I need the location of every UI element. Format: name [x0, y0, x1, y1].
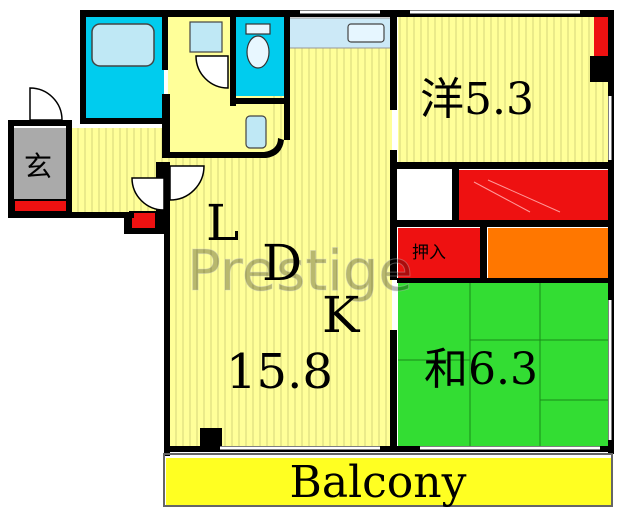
- japanese-room-label: 和6.3: [424, 344, 538, 395]
- washbasin-icon: [245, 115, 267, 149]
- toilet-bowl-icon: [246, 35, 270, 69]
- western-room-floor: [398, 16, 610, 164]
- ldk-letter-k: K: [322, 286, 361, 344]
- closet-upper: [488, 228, 608, 278]
- ldk-letter-d: D: [262, 234, 302, 292]
- storage-closet: [458, 170, 608, 222]
- fixture-red-top: [594, 16, 610, 56]
- japanese-room-floor: [398, 282, 608, 446]
- western-room-label: 洋5.3: [420, 74, 534, 125]
- windows: [220, 10, 612, 450]
- entrance-shoebox: [13, 199, 71, 213]
- sink-icon: [189, 21, 223, 53]
- tatami-lines: [398, 282, 608, 446]
- balcony-label: Balcony: [290, 457, 467, 508]
- closet-label: 押入: [412, 243, 446, 263]
- balcony-floor: [166, 458, 612, 506]
- kitchen-sink-icon: [347, 23, 385, 43]
- balcony-outline: [163, 453, 613, 507]
- ldk-letter-l: L: [206, 194, 239, 252]
- ldk-area: 15.8: [226, 344, 333, 400]
- entrance-label: 玄: [24, 150, 52, 183]
- watermark: Prestige: [187, 239, 413, 304]
- doors: [29, 55, 229, 211]
- bathtub-icon: [91, 23, 155, 67]
- closet-oshiire: [398, 228, 482, 280]
- entrance-floor: [14, 128, 70, 200]
- toilet-tank-icon: [245, 23, 271, 35]
